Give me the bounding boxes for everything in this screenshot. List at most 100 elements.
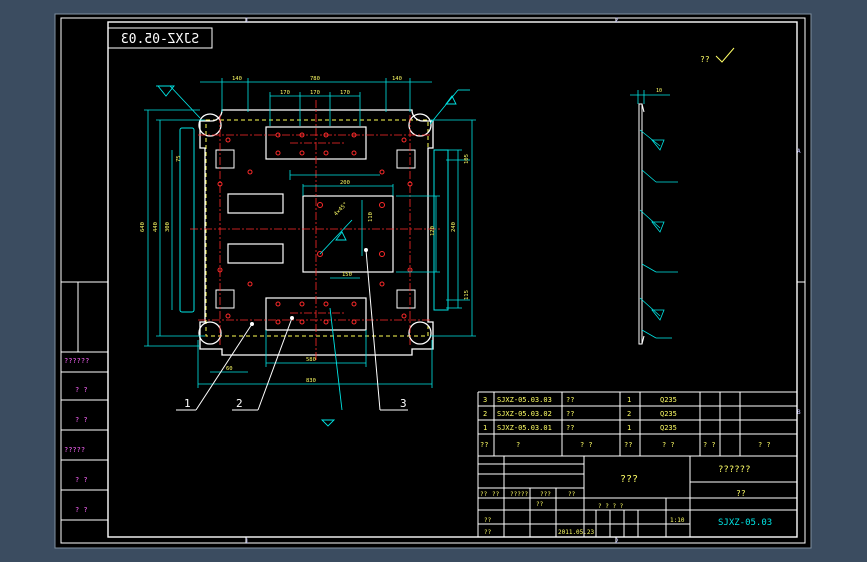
dim-200: 200 (340, 180, 350, 186)
dim-580: 580 (306, 357, 316, 363)
dim-780: 780 (310, 76, 320, 82)
zone-letter-right-a: A (797, 148, 801, 155)
sq-br (396, 289, 416, 309)
corner-hole-br (408, 321, 432, 345)
weld-leaders (156, 85, 470, 427)
mid-slot-1 (227, 193, 284, 214)
sq-tr (396, 149, 416, 169)
left-strip-label-4: ????? (64, 446, 85, 454)
dim-110: 110 (368, 212, 374, 222)
dim-105: 105 (464, 154, 470, 164)
bom-row-2-code: SJXZ-05.03.02 (497, 410, 552, 418)
balloon-leaders (176, 248, 408, 411)
dim-240: 240 (451, 222, 457, 232)
side-plate (638, 103, 643, 345)
outer-frame (60, 17, 806, 544)
zone-letter-bottom-2: 2 (615, 538, 619, 545)
center-plate (302, 195, 394, 273)
sq-tl (215, 149, 235, 169)
drawing-paper (54, 13, 812, 549)
bom-row-2-seq: 2 (483, 410, 487, 418)
bom-row-3-name: ?? (566, 424, 574, 432)
dim-440: 440 (153, 222, 159, 232)
dim-60: 60 (226, 366, 233, 372)
dim-140-right: 140 (392, 76, 402, 82)
bom-header-weight: ? ? (703, 441, 716, 449)
dim-170a: 170 (280, 90, 290, 96)
dim-830: 830 (306, 378, 316, 384)
title-stamp-box (107, 27, 213, 49)
tb-part-name: ??? (620, 474, 638, 485)
bom-row-1-material: Q235 (660, 396, 677, 404)
left-strip-label-2: ? ? (75, 386, 88, 394)
tb-mark-4: ??? (540, 491, 551, 498)
bom-row-1-code: SJXZ-05.03.03 (497, 396, 552, 404)
zone-letter-right-b: B (797, 409, 801, 416)
balloon-2: 2 (236, 397, 243, 410)
side-dim: 10 (656, 88, 662, 94)
title-block (478, 456, 797, 537)
bom-header-name: ? ? (580, 441, 593, 449)
dim-120: 120 (430, 226, 436, 236)
tb-r1: ?? (568, 491, 576, 498)
centerlines (190, 100, 440, 360)
dim-140-left: 140 (232, 76, 242, 82)
bom-row-3-qty: 1 (627, 424, 631, 432)
side-view: 10 (630, 88, 678, 345)
bom-row-3-material: Q235 (660, 424, 677, 432)
tb-mark-1: ?? (480, 491, 488, 498)
balloon-1: 1 (184, 397, 191, 410)
bom-row-1-seq: 3 (483, 396, 487, 404)
corner-hole-tl (198, 113, 222, 137)
tb-date: 2011.05.23 (558, 529, 595, 536)
left-strip-label-5: ? ? (75, 476, 88, 484)
right-slot (433, 149, 449, 311)
check-mark-label: ?? (700, 55, 710, 64)
tb-drawing-no: SJXZ-05.03 (718, 518, 772, 528)
left-slot (179, 127, 195, 313)
bom-table (477, 391, 797, 537)
left-strip-label-1: ?????? (64, 357, 89, 365)
bom-header-qty: ?? (624, 441, 632, 449)
tb-mark-2: ?? (492, 491, 500, 498)
tb-r2: ?? (484, 517, 492, 524)
bom-row-3-seq: 1 (483, 424, 487, 432)
dimension-lines (144, 78, 476, 388)
zone-letter-top-2: 2 (615, 17, 619, 24)
tb-school: ?? (736, 489, 746, 498)
bom-header-code: ? (516, 441, 520, 449)
bolt-holes (217, 132, 413, 325)
dim-150: 150 (342, 272, 352, 278)
bom-header-seq: ?? (480, 441, 488, 449)
sq-bl (215, 289, 235, 309)
bom-row-2-material: Q235 (660, 410, 677, 418)
tb-stage: ? ? ? ? (598, 503, 624, 510)
bom-header-material: ? ? (662, 441, 675, 449)
check-mark-symbol (715, 47, 735, 63)
dim-75: 75 (176, 155, 182, 162)
bom-header-remark: ? ? (758, 441, 771, 449)
bom-row-3-code: SJXZ-05.03.01 (497, 424, 552, 432)
plan-view: 1 2 3 140 780 140 170 170 170 640 440 30… (140, 76, 476, 427)
bom-row-2-name: ?? (566, 410, 574, 418)
corner-hole-tr (408, 113, 432, 137)
zone-letter-bottom-1: 1 (245, 538, 249, 545)
title-stamp: SJXZ-05.03 (121, 32, 199, 47)
zone-letter-top-1: 1 (245, 17, 249, 24)
inner-frame (107, 21, 798, 538)
bom-row-1-name: ?? (566, 396, 574, 404)
dim-170b: 170 (310, 90, 320, 96)
left-strip (61, 281, 108, 521)
left-strip-label-3: ? ? (75, 416, 88, 424)
corner-hole-bl (198, 321, 222, 345)
balloon-3: 3 (400, 397, 407, 410)
tb-r3: ?? (484, 529, 492, 536)
tb-company: ?????? (718, 465, 751, 475)
bom-row-1-qty: 1 (627, 396, 631, 404)
dim-115: 115 (464, 290, 470, 300)
bom-row-2-qty: 2 (627, 410, 631, 418)
zone-ticks (245, 18, 805, 543)
tb-mark-3: ????? (510, 491, 528, 498)
dim-300: 300 (165, 222, 171, 232)
